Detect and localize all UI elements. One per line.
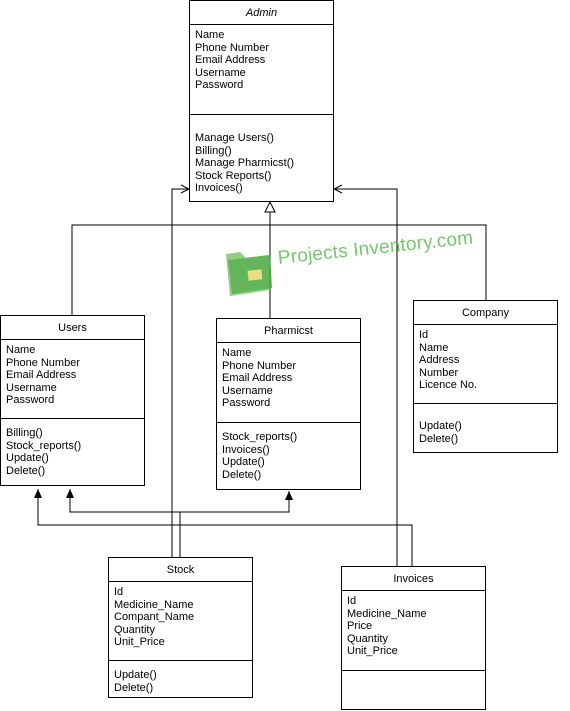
watermark: Projects Inventory.com (222, 228, 474, 302)
invoices-to-admin-line (334, 189, 398, 566)
attribute: Email Address (222, 372, 293, 385)
class-pharmicst-operations: Stock_reports() Invoices() Update() Dele… (217, 423, 360, 481)
attribute: Password (195, 79, 244, 92)
operation: Delete() (222, 468, 262, 481)
class-pharmicst-title: Pharmicst (217, 319, 360, 343)
class-users-title: Users (1, 316, 144, 340)
attribute: Username (195, 66, 246, 79)
class-company-operations: Update() Delete() (414, 404, 557, 445)
attribute: Name (222, 347, 252, 359)
class-stock-title: Stock (109, 558, 252, 582)
class-company[interactable]: Company Id Name Address Number Licence N… (413, 300, 558, 453)
attribute: Phone Number (222, 359, 296, 372)
operation: Billing() (195, 144, 232, 157)
attribute: Name (195, 29, 225, 41)
folder-icon (226, 252, 272, 296)
class-pharmicst[interactable]: Pharmicst Name Phone Number Email Addres… (216, 318, 361, 490)
class-stock[interactable]: Stock Id Medicine_Name Compant_Name Quan… (108, 557, 253, 698)
operation: Billing() (6, 427, 43, 439)
attribute: Quantity (347, 632, 388, 645)
operation: Stock_reports() (222, 431, 298, 443)
attribute: Email Address (6, 369, 77, 382)
operation: Delete() (114, 681, 154, 694)
attribute: Quantity (114, 623, 155, 636)
operation: Update() (222, 456, 265, 469)
attribute: Address (419, 354, 460, 367)
stock-to-users-line (66, 489, 181, 557)
attribute: Password (6, 394, 55, 407)
stock-to-pharmicst-line (180, 491, 293, 513)
class-company-attributes: Id Name Address Number Licence No. (414, 325, 557, 404)
class-admin-attributes: Name Phone Number Email Address Username… (190, 25, 333, 115)
class-users[interactable]: Users Name Phone Number Email Address Us… (0, 315, 145, 486)
attribute: Name (6, 344, 36, 356)
operation: Stock Reports() (195, 169, 272, 182)
attribute: Email Address (195, 54, 266, 67)
class-invoices-attributes: Id Medicine_Name Price Quantity Unit_Pri… (342, 591, 485, 671)
class-users-attributes: Name Phone Number Email Address Username… (1, 340, 144, 419)
class-users-operations: Billing() Stock_reports() Update() Delet… (1, 419, 144, 477)
operation: Manage Pharmicst() (195, 157, 295, 170)
attribute: Unit_Price (114, 636, 165, 649)
operation: Manage Users() (195, 132, 274, 144)
operation: Invoices() (195, 182, 243, 195)
attribute: Name (419, 341, 449, 354)
class-invoices-operations (342, 671, 485, 675)
watermark-text: Projects Inventory.com (276, 227, 475, 269)
attribute: Medicine_Name (347, 607, 427, 620)
class-company-title: Company (414, 301, 557, 325)
operation: Update() (419, 420, 462, 432)
stock-to-admin-line (171, 189, 189, 557)
operation: Delete() (419, 432, 459, 445)
attribute: Phone Number (6, 356, 80, 369)
attribute: Medicine_Name (114, 598, 194, 611)
operation: Stock_reports() (6, 439, 82, 452)
attribute: Licence No. (419, 379, 478, 392)
attribute: Username (222, 384, 273, 397)
operation: Update() (6, 452, 49, 465)
attribute: Id (347, 595, 357, 607)
class-stock-attributes: Id Medicine_Name Compant_Name Quantity U… (109, 582, 252, 661)
class-invoices-title: Invoices (342, 567, 485, 591)
attribute: Username (6, 381, 57, 394)
attribute: Price (347, 620, 373, 633)
class-invoices[interactable]: Invoices Id Medicine_Name Price Quantity… (341, 566, 486, 710)
attribute: Number (419, 366, 459, 379)
attribute: Unit_Price (347, 645, 398, 658)
operation: Delete() (6, 464, 46, 477)
attribute: Compant_Name (114, 611, 195, 624)
class-admin-operations: Manage Users() Billing() Manage Pharmics… (190, 115, 333, 195)
operation: Update() (114, 669, 157, 681)
attribute: Id (114, 586, 124, 598)
class-admin[interactable]: Admin Name Phone Number Email Address Us… (189, 0, 334, 202)
users-to-admin-line (71, 224, 270, 315)
company-to-admin-line (270, 224, 487, 300)
class-pharmicst-attributes: Name Phone Number Email Address Username… (217, 343, 360, 423)
invoices-to-users-line (34, 489, 413, 566)
operation: Invoices() (222, 443, 270, 456)
generalization-triangle (264, 200, 276, 213)
class-stock-operations: Update() Delete() (109, 661, 252, 694)
attribute: Password (222, 397, 271, 410)
class-admin-title: Admin (190, 1, 333, 25)
attribute: Phone Number (195, 41, 269, 54)
attribute: Id (419, 329, 429, 341)
